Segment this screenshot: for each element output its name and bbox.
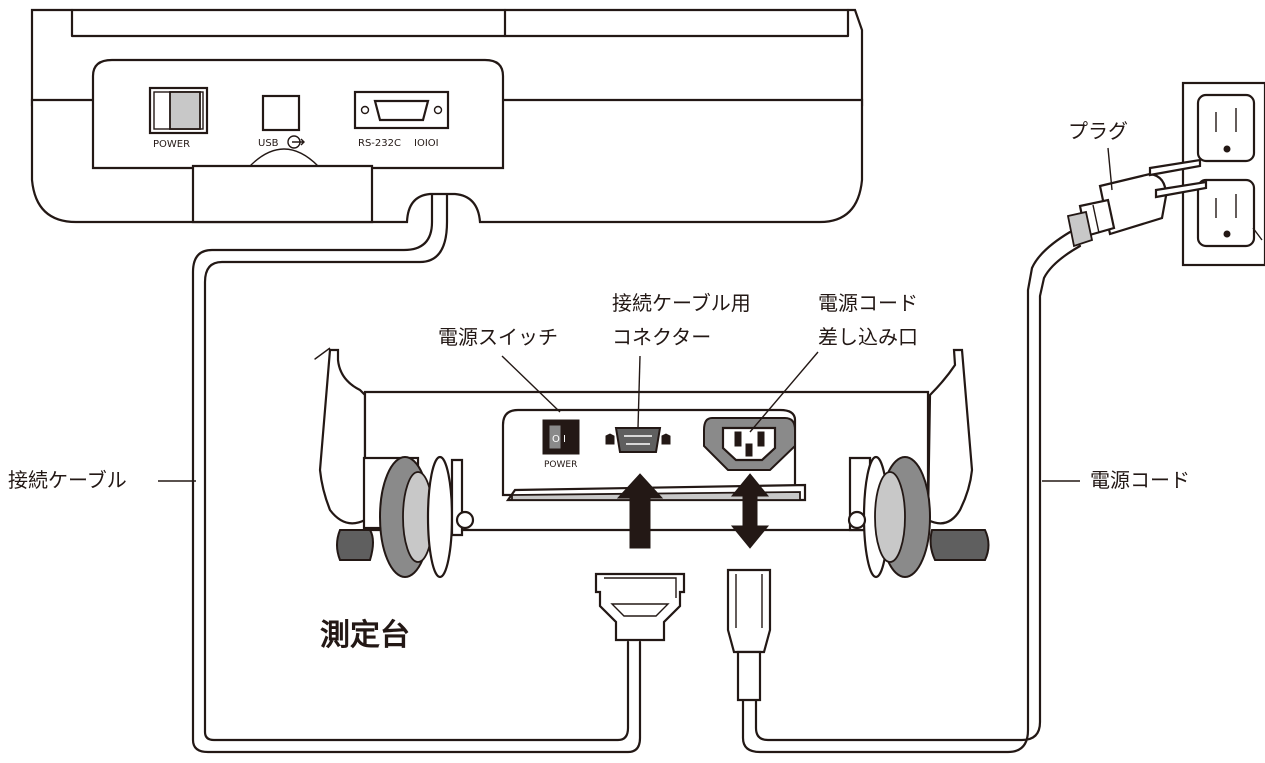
- label-cable-connector-line2: コネクター: [612, 325, 711, 349]
- label-plug: プラグ: [1068, 119, 1128, 191]
- stand-power-inlet[interactable]: [703, 417, 796, 471]
- power-plug: [1066, 158, 1208, 248]
- label-cable-connector: 接続ケーブル用 コネクター: [612, 291, 751, 429]
- label-power-cord: 電源コード: [1042, 468, 1190, 492]
- label-connection-cable-text: 接続ケーブル: [8, 468, 127, 492]
- left-wheel: [336, 455, 475, 579]
- unit-rs232c-port[interactable]: RS-232C IOIOI: [353, 90, 450, 149]
- insert-arrow-updown: [730, 473, 770, 549]
- insert-arrow-up: [616, 473, 664, 549]
- right-wheel: [847, 455, 990, 579]
- connection-cable: [191, 193, 642, 754]
- label-power-inlet-line1: 電源コード: [818, 291, 918, 315]
- label-power-switch: 電源スイッチ: [438, 325, 561, 413]
- stand-switch-text: O I: [552, 434, 566, 445]
- label-plug-text: プラグ: [1068, 119, 1128, 143]
- label-power-inlet: 電源コード 差し込み口: [749, 291, 918, 433]
- unit-usb-label: USB: [258, 138, 279, 149]
- unit-rs232c-symbol: IOIOI: [414, 138, 439, 149]
- power-cord-plug: [726, 568, 772, 702]
- stand-power-switch[interactable]: O I POWER: [542, 419, 580, 470]
- label-connection-cable: 接続ケーブル: [8, 468, 196, 492]
- unit-power-label: POWER: [153, 139, 190, 150]
- label-power-cord-text: 電源コード: [1090, 468, 1190, 492]
- label-stand: 測定台: [320, 618, 410, 653]
- unit-usb-port[interactable]: USB: [258, 94, 305, 149]
- unit-rs232c-label: RS-232C: [358, 138, 401, 149]
- usb-icon: [287, 135, 305, 149]
- power-cord: [741, 230, 1082, 754]
- stand-power-label: POWER: [544, 460, 577, 470]
- label-power-switch-text: 電源スイッチ: [438, 325, 558, 349]
- label-power-inlet-line2: 差し込み口: [818, 325, 918, 349]
- wall-outlet: [1181, 81, 1265, 267]
- main-unit: [30, 8, 864, 224]
- stand-cable-connector[interactable]: [605, 427, 671, 453]
- label-cable-connector-line1: 接続ケーブル用: [612, 291, 751, 315]
- unit-power-switch[interactable]: POWER: [148, 86, 209, 150]
- cable-connector-plug: [594, 572, 686, 642]
